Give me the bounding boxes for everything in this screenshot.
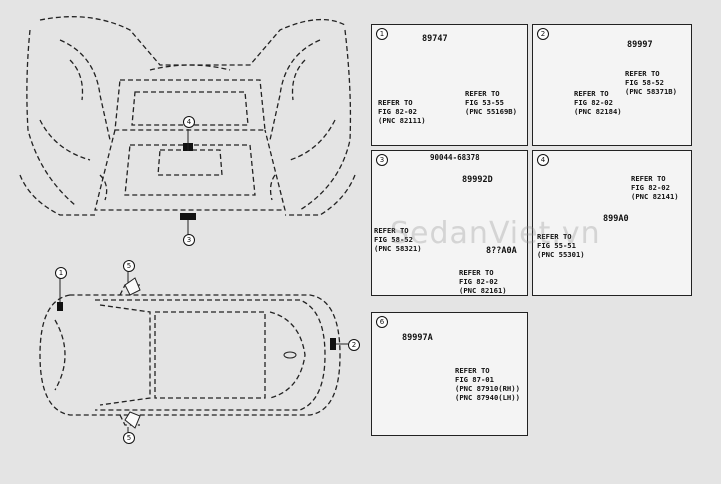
panel-1-number: 1 xyxy=(376,28,388,40)
panel-1-part-number: 89747 xyxy=(422,34,448,44)
watermark-text: SedanViet.vn xyxy=(390,216,601,251)
callout-4: 4 xyxy=(183,116,195,128)
panel-6-ref: REFER TO FIG 87-01 (PNC 87910(RH)) (PNC … xyxy=(455,366,520,402)
panel-2-number: 2 xyxy=(537,28,549,40)
panel-3-part-number-a: 90044-68378 xyxy=(430,153,480,162)
panel-3-number: 3 xyxy=(376,154,388,166)
panel-3-part-number-c: 8??A0A xyxy=(486,246,517,256)
callout-1: 1 xyxy=(55,267,67,279)
panel-1-ref-a: REFER TO FIG 82-02 (PNC 82111) xyxy=(378,98,426,125)
panel-3-ref-a: REFER TO FIG 58-52 (PNC 58321) xyxy=(374,226,422,253)
callout-5-top: 5 xyxy=(123,260,135,272)
callout-2: 2 xyxy=(348,339,360,351)
panel-1: 1 xyxy=(371,24,528,146)
panel-3: 3 xyxy=(371,150,528,296)
callout-5-bottom: 5 xyxy=(123,432,135,444)
panel-4-part-number: 899A0 xyxy=(603,214,629,224)
panel-4-number: 4 xyxy=(537,154,549,166)
panel-1-ref-b: REFER TO FIG 53-55 (PNC 55169B) xyxy=(465,89,517,116)
panel-6-number: 6 xyxy=(376,316,388,328)
panel-6: 6 xyxy=(371,312,528,436)
panel-2-ref-b: REFER TO FIG 82-02 (PNC 82184) xyxy=(574,89,622,116)
panel-4-ref-b: REFER TO FIG 55-51 (PNC 55301) xyxy=(537,232,585,259)
vehicle-top-view xyxy=(39,271,348,434)
panel-6-part-number: 89997A xyxy=(402,333,433,343)
callout-3: 3 xyxy=(183,234,195,246)
panel-4: 4 xyxy=(532,150,692,296)
vehicle-interior-view xyxy=(19,16,356,235)
panel-3-part-number-b: 89992D xyxy=(462,175,493,185)
panel-2-ref-a: REFER TO FIG 58-52 (PNC 58371B) xyxy=(625,69,677,96)
panel-3-ref-b: REFER TO FIG 82-02 (PNC 82161) xyxy=(459,268,507,295)
panel-2: 2 xyxy=(532,24,692,146)
panel-2-part-number: 89997 xyxy=(627,40,653,50)
panel-4-ref-a: REFER TO FIG 82-02 (PNC 82141) xyxy=(631,174,679,201)
